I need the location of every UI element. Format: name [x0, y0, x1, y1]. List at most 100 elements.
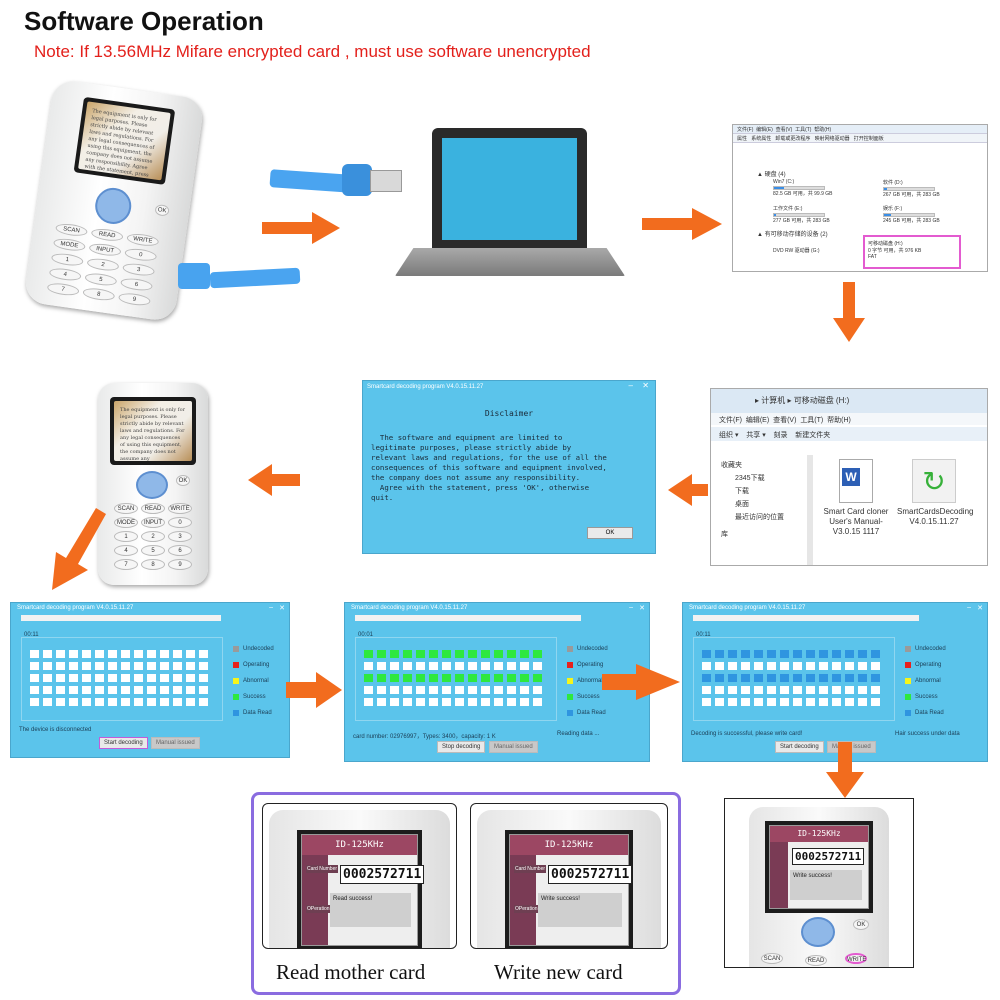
drive-d[interactable]: 软件 (D:)267 GB 可用，共 283 GB: [883, 180, 940, 198]
menu-edit-2[interactable]: 编辑(E): [745, 417, 770, 424]
sector-cell: [832, 698, 841, 706]
key-8-2[interactable]: 8: [141, 559, 165, 570]
input-key-2[interactable]: INPUT: [141, 517, 165, 528]
sector-cell: [82, 674, 91, 682]
address-bar[interactable]: ▸ 计算机 ▸ 可移动磁盘 (H:): [711, 389, 987, 413]
key-4-2[interactable]: 4: [114, 545, 138, 556]
close-icon[interactable]: ✕: [279, 605, 285, 612]
dpad-icon-3[interactable]: [801, 917, 835, 947]
toolbar-2: 组织 ▾ 共享 ▾ 刻录 新建文件夹: [711, 427, 987, 441]
write-card-photo: ID-125KHz Card Number 0002572711 OPerati…: [470, 803, 668, 949]
key-5-2[interactable]: 5: [141, 545, 165, 556]
tree-2345[interactable]: 2345下载: [735, 475, 765, 482]
tree-downloads[interactable]: 下载: [735, 488, 749, 495]
read-key[interactable]: READ: [90, 227, 124, 243]
menu-tools-2[interactable]: 工具(T): [800, 417, 824, 424]
key-0[interactable]: 0: [124, 247, 158, 263]
burn-button[interactable]: 刻录: [773, 432, 788, 439]
key-3[interactable]: 3: [122, 261, 156, 278]
menu-edit[interactable]: 编辑(E): [756, 127, 773, 133]
mode-key-2[interactable]: MODE: [114, 517, 138, 528]
minimize-icon[interactable]: –: [629, 604, 633, 611]
new-folder-button[interactable]: 新建文件夹: [795, 432, 831, 439]
write-key-3[interactable]: WRITE: [845, 953, 867, 964]
toolbar-system[interactable]: 系统属性: [751, 136, 772, 142]
scan-key-3[interactable]: SCAN: [761, 953, 783, 964]
key-7[interactable]: 7: [46, 281, 80, 297]
ok-key-2[interactable]: OK: [176, 475, 190, 486]
ok-key-3[interactable]: OK: [853, 919, 869, 930]
decode-button[interactable]: Start decoding: [99, 737, 148, 749]
manual-issued-button[interactable]: Manual issued: [151, 737, 200, 749]
manual-issued-button[interactable]: Manual issued: [827, 741, 876, 753]
key-2[interactable]: 2: [86, 256, 120, 273]
scrollbar[interactable]: [807, 455, 813, 565]
drive-dvd[interactable]: DVD RW 驱动器 (G:): [773, 248, 820, 254]
file-decoder-program[interactable]: ↻ SmartCardsDecoding V4.0.15.11.27: [897, 459, 973, 527]
ok-key[interactable]: OK: [154, 203, 170, 217]
tree-desktop[interactable]: 桌面: [735, 501, 749, 508]
read-key-2[interactable]: READ: [141, 503, 165, 514]
manual-issued-button[interactable]: Manual issued: [489, 741, 538, 753]
tree-recent[interactable]: 最近访问的位置: [735, 514, 784, 521]
decode-button[interactable]: Stop decoding: [437, 741, 486, 753]
drive-c[interactable]: Win7 (C:)82.5 GB 可用，共 99.9 GB: [773, 179, 833, 197]
dpad-icon-2[interactable]: [136, 471, 168, 499]
key-7-2[interactable]: 7: [114, 559, 138, 570]
minimize-icon[interactable]: –: [967, 604, 971, 611]
input-key[interactable]: INPUT: [88, 242, 122, 258]
menu-help[interactable]: 帮助(H): [814, 127, 832, 133]
close-icon[interactable]: ✕: [639, 605, 645, 612]
organize-button[interactable]: 组织 ▾: [719, 432, 739, 439]
minimize-icon[interactable]: –: [269, 604, 273, 611]
recycle-arrows-icon: ↻: [912, 459, 956, 503]
key-9-2[interactable]: 9: [168, 559, 192, 570]
mode-key[interactable]: MODE: [52, 237, 87, 253]
key-3-2[interactable]: 3: [168, 531, 192, 542]
write-key[interactable]: WRITE: [126, 232, 160, 248]
dpad-icon[interactable]: [92, 185, 134, 227]
legend-item: Operating: [567, 657, 608, 673]
menu-view-2[interactable]: 查看(V): [773, 417, 797, 424]
sector-cell: [56, 674, 65, 682]
toolbar-uninstall[interactable]: 卸载或更改程序: [775, 136, 811, 142]
menu-view[interactable]: 查看(V): [775, 127, 793, 133]
key-9[interactable]: 9: [117, 291, 152, 307]
close-icon[interactable]: ✕: [642, 381, 649, 390]
decode-button[interactable]: Start decoding: [775, 741, 824, 753]
write-key-2[interactable]: WRITE: [168, 503, 192, 514]
menu-tools[interactable]: 工具(T): [795, 127, 812, 133]
toolbar-properties[interactable]: 属性: [737, 136, 748, 142]
key-6-2[interactable]: 6: [168, 545, 192, 556]
drive-e[interactable]: 工作文件 (E:)277 GB 可用，共 283 GB: [773, 206, 830, 224]
key-1-2[interactable]: 1: [114, 531, 138, 542]
ok-button[interactable]: OK: [587, 527, 633, 539]
menu-file-2[interactable]: 文件(F): [719, 417, 742, 424]
sector-cell: [702, 662, 711, 670]
menu-help-2[interactable]: 帮助(H): [827, 417, 851, 424]
key-5[interactable]: 5: [84, 271, 118, 288]
sector-cell: [30, 698, 39, 706]
key-4[interactable]: 4: [48, 266, 82, 283]
toolbar-control-panel[interactable]: 打开控制面板: [853, 136, 884, 142]
file-word-manual[interactable]: W Smart Card cloner User's Manual-V3.0.1…: [823, 459, 889, 537]
key-1[interactable]: 1: [50, 251, 84, 268]
sector-cell: [494, 698, 503, 706]
sector-cell: [754, 686, 763, 694]
key-8[interactable]: 8: [82, 286, 116, 302]
drive-f[interactable]: 娱乐 (F:)245 GB 可用，共 283 GB: [883, 206, 940, 224]
scan-key[interactable]: SCAN: [54, 222, 89, 238]
key-6[interactable]: 6: [119, 276, 154, 293]
close-icon[interactable]: ✕: [977, 605, 983, 612]
key-2-2[interactable]: 2: [141, 531, 165, 542]
menu-file[interactable]: 文件(F): [737, 127, 754, 133]
tree-favorites[interactable]: 收藏夹: [721, 462, 742, 469]
tree-library[interactable]: 库: [721, 531, 728, 538]
scan-key-2[interactable]: SCAN: [114, 503, 138, 514]
toolbar-map-drive[interactable]: 映射网络驱动器: [814, 136, 850, 142]
share-button[interactable]: 共享 ▾: [746, 432, 766, 439]
minimize-icon[interactable]: –: [628, 381, 633, 390]
key-0-2[interactable]: 0: [168, 517, 192, 528]
read-key-3[interactable]: READ: [805, 955, 827, 966]
